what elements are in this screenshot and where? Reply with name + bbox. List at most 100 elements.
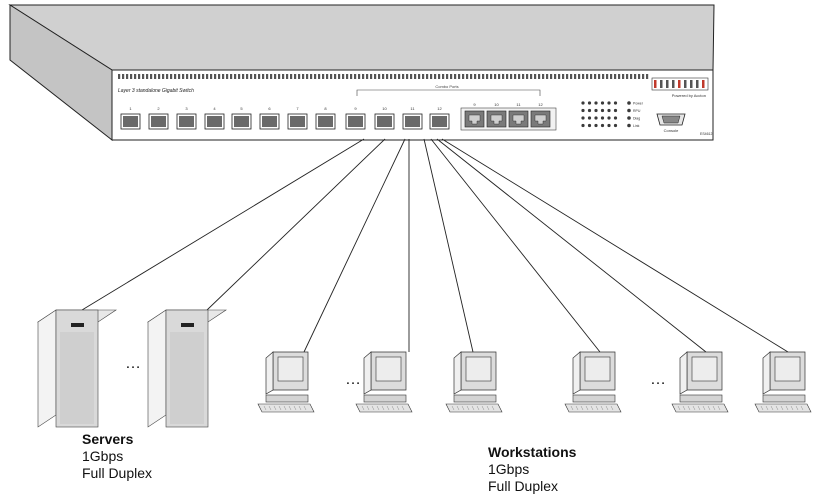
brand-label-box: Powered by Accton xyxy=(651,77,709,98)
keyboard-key xyxy=(476,405,480,411)
vent-slot xyxy=(142,74,145,79)
vent-slot xyxy=(562,74,565,79)
pc-case xyxy=(363,394,407,403)
vent-slot xyxy=(486,74,489,79)
model-code-label: ES4612 xyxy=(700,132,713,136)
vent-slot xyxy=(242,74,245,79)
keyboard-key xyxy=(298,405,302,411)
keyboard-key xyxy=(268,405,272,411)
sfp-port: 8 xyxy=(315,106,336,130)
vent-slot xyxy=(138,74,141,79)
vent-slot xyxy=(266,74,269,79)
vent-slot xyxy=(226,74,229,79)
vent-slot xyxy=(230,74,233,79)
keyboard-key xyxy=(795,405,799,411)
vent-slot xyxy=(126,74,129,79)
keyboard xyxy=(671,403,729,413)
vent-slot xyxy=(414,74,417,79)
keyboard-key xyxy=(790,405,794,411)
vent-slot xyxy=(122,74,125,79)
keyboard-key xyxy=(702,405,706,411)
status-led xyxy=(627,123,631,128)
vent-slot xyxy=(278,74,281,79)
keyboard-key xyxy=(712,405,716,411)
vent-slot xyxy=(302,74,305,79)
sfp-port-number: 8 xyxy=(324,106,327,111)
sfp-port: 11 xyxy=(402,106,423,130)
vent-slot xyxy=(426,74,429,79)
server-side xyxy=(147,309,167,428)
brand-stripe xyxy=(696,80,699,88)
vent-slot xyxy=(246,74,249,79)
monitor-side xyxy=(762,351,771,395)
server-icon xyxy=(37,309,117,428)
vent-slot xyxy=(194,74,197,79)
switch-top-panel xyxy=(8,4,715,71)
sfp-port-number: 7 xyxy=(296,106,299,111)
port-led xyxy=(613,108,618,113)
keyboard-key xyxy=(760,405,764,411)
console-port: Console xyxy=(656,113,686,133)
keyboard-key xyxy=(396,405,400,411)
keyboard xyxy=(564,403,622,413)
keyboard-key xyxy=(466,405,470,411)
vent-slot xyxy=(290,74,293,79)
vent-slot xyxy=(218,74,221,79)
vent-slot xyxy=(618,74,621,79)
cable-lines xyxy=(81,138,789,353)
sfp-port-slot xyxy=(207,116,222,127)
sfp-port-slot xyxy=(318,116,333,127)
workstation-group xyxy=(257,351,812,413)
brand-stripe xyxy=(660,80,663,88)
pc-case xyxy=(265,394,309,403)
keyboard-key xyxy=(303,405,307,411)
pc-case xyxy=(453,394,497,403)
vent-slot xyxy=(454,74,457,79)
port-led xyxy=(607,116,611,120)
keyboard-key xyxy=(381,405,385,411)
vent-slot xyxy=(602,74,605,79)
port-led xyxy=(594,108,598,113)
vent-slot xyxy=(558,74,561,79)
console-label: Console xyxy=(664,128,679,133)
status-led xyxy=(627,101,631,105)
server-panel xyxy=(60,332,94,424)
vent-slot xyxy=(182,74,185,79)
workstation-icon xyxy=(257,351,315,413)
rj45-port-number: 12 xyxy=(538,102,543,107)
vent-slot xyxy=(394,74,397,79)
switch-unit: Layer 3 standalone Gigabit Switch Combo … xyxy=(8,4,715,142)
vent-slot xyxy=(550,74,553,79)
vent-slot xyxy=(406,74,409,79)
sfp-port-slot xyxy=(432,116,447,127)
vent-slot xyxy=(382,74,385,79)
sfp-port-slot xyxy=(262,116,277,127)
vent-slot xyxy=(398,74,401,79)
server-panel xyxy=(170,332,204,424)
vent-slot xyxy=(634,74,637,79)
vent-slot xyxy=(318,74,321,79)
vent-slot xyxy=(546,74,549,79)
vent-slot xyxy=(466,74,469,79)
keyboard-key xyxy=(456,405,460,411)
keyboard-key xyxy=(677,405,681,411)
vent-slot xyxy=(578,74,581,79)
vent-slot xyxy=(522,74,525,79)
vent-slot xyxy=(534,74,537,79)
sfp-port: 3 xyxy=(176,106,197,130)
vent-slot xyxy=(542,74,545,79)
keyboard-key xyxy=(283,405,287,411)
server-side xyxy=(37,309,57,428)
brand-stripe xyxy=(684,80,687,88)
vent-slot xyxy=(338,74,341,79)
workstation-icon xyxy=(754,351,812,413)
keyboard-key xyxy=(273,405,277,411)
vent-slot xyxy=(390,74,393,79)
brand-stripe xyxy=(702,80,705,88)
rj45-jack xyxy=(490,114,503,125)
vent-slot xyxy=(430,74,433,79)
vent-slot xyxy=(418,74,421,79)
combo-ports-bracket xyxy=(356,89,541,96)
brand-stripe xyxy=(672,80,675,88)
